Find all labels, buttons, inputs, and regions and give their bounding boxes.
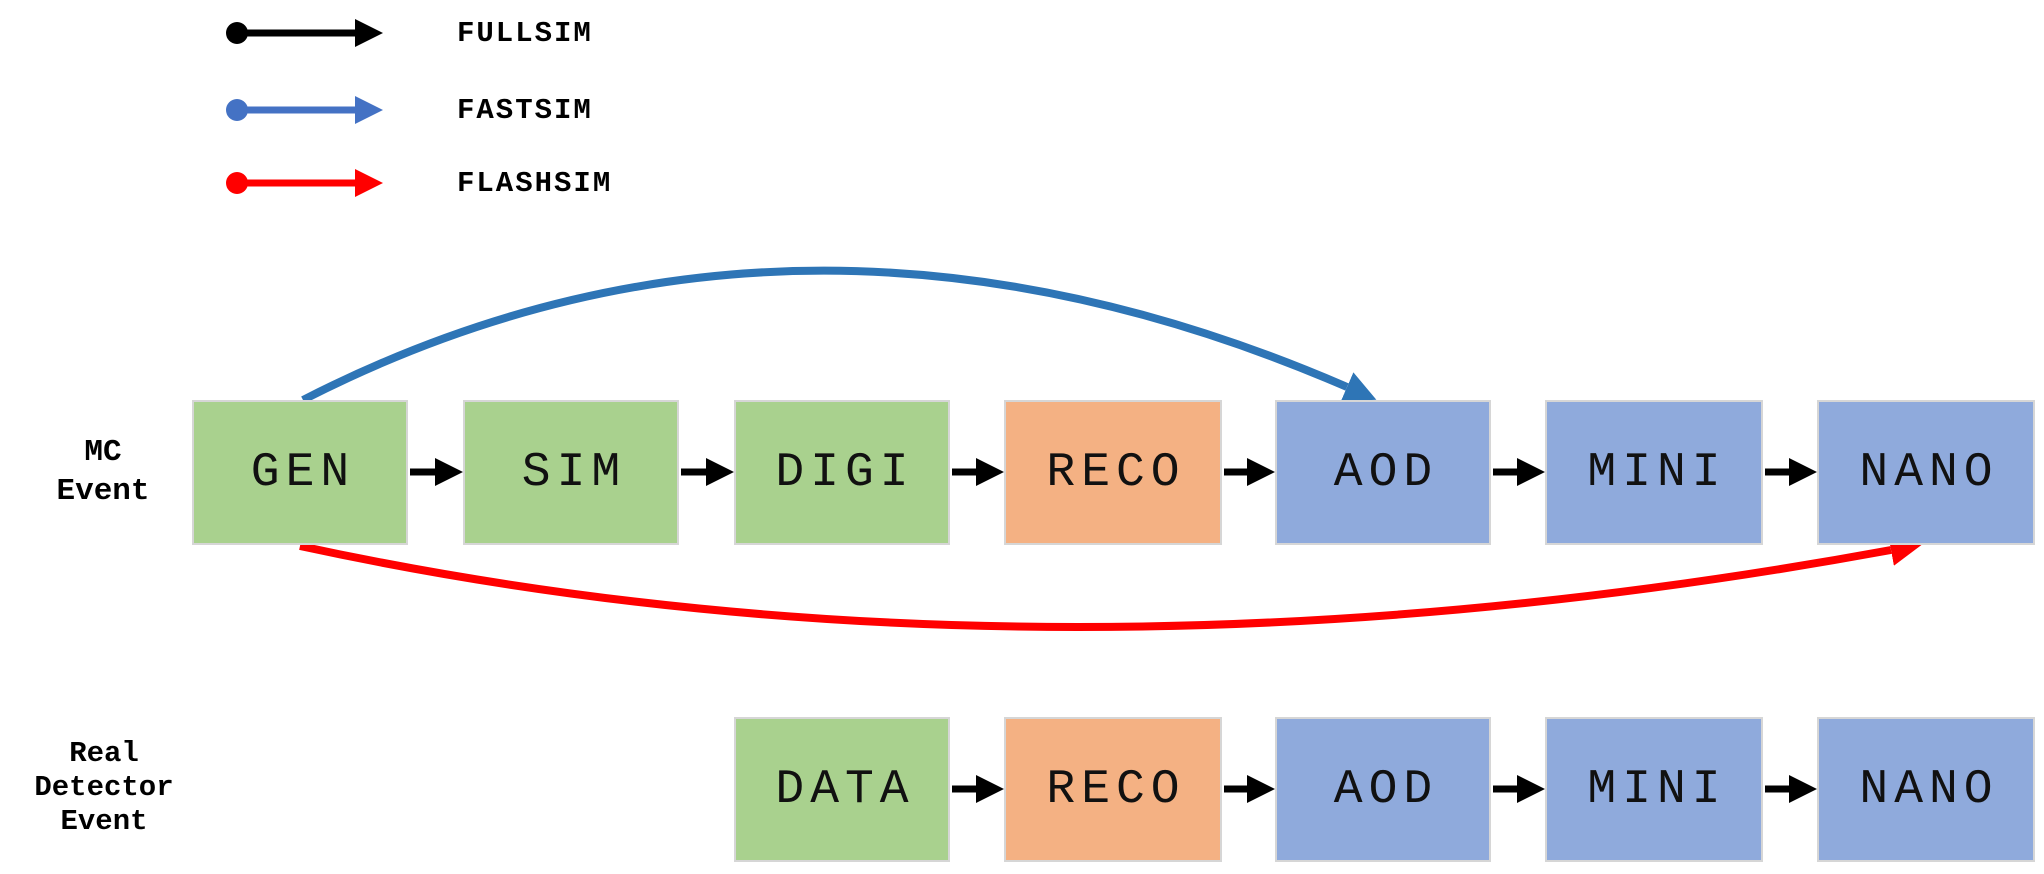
- box-gen-label: GEN: [250, 445, 356, 500]
- box-data-label: DATA: [775, 762, 915, 817]
- row-label-line: Detector: [34, 771, 174, 804]
- row-label-line: Real: [69, 737, 139, 770]
- box-reco-mc: RECO: [1004, 400, 1222, 545]
- legend-fullsim-arrow: [226, 19, 383, 47]
- box-mini-data-label: MINI: [1587, 762, 1727, 817]
- box-nano-data: NANO: [1817, 717, 2035, 862]
- box-aod-mc: AOD: [1275, 400, 1491, 545]
- box-sim-label: SIM: [521, 445, 627, 500]
- box-aod-data: AOD: [1275, 717, 1491, 862]
- box-mini-mc: MINI: [1545, 400, 1763, 545]
- box-mini-mc-label: MINI: [1587, 445, 1727, 500]
- row-label-mc-event: MC Event: [28, 433, 178, 511]
- legend-label-fastsim: FASTSIM: [457, 94, 593, 127]
- box-aod-data-label: AOD: [1333, 762, 1439, 817]
- legend-label-flashsim: FLASHSIM: [457, 167, 613, 200]
- box-mini-data: MINI: [1545, 717, 1763, 862]
- fastsim-curve: [301, 266, 1377, 404]
- box-digi-label: DIGI: [775, 445, 915, 500]
- box-sim: SIM: [463, 400, 679, 545]
- box-aod-mc-label: AOD: [1333, 445, 1439, 500]
- box-digi: DIGI: [734, 400, 950, 545]
- box-nano-mc-label: NANO: [1859, 445, 1999, 500]
- legend-fastsim-arrow: [226, 96, 383, 124]
- row-label-line: MC: [84, 435, 122, 470]
- box-reco-data: RECO: [1004, 717, 1222, 862]
- legend-flashsim-arrow: [226, 169, 383, 197]
- row-label-line: Event: [56, 474, 150, 509]
- flashsim-curve: [299, 534, 1923, 632]
- box-reco-data-label: RECO: [1046, 762, 1186, 817]
- box-gen: GEN: [192, 400, 408, 545]
- box-nano-mc: NANO: [1817, 400, 2035, 545]
- box-nano-data-label: NANO: [1859, 762, 1999, 817]
- legend-label-fullsim: FULLSIM: [457, 17, 593, 50]
- box-reco-mc-label: RECO: [1046, 445, 1186, 500]
- box-data: DATA: [734, 717, 950, 862]
- row-label-real-detector-event: Real Detector Event: [14, 737, 194, 839]
- row-label-line: Event: [60, 805, 148, 838]
